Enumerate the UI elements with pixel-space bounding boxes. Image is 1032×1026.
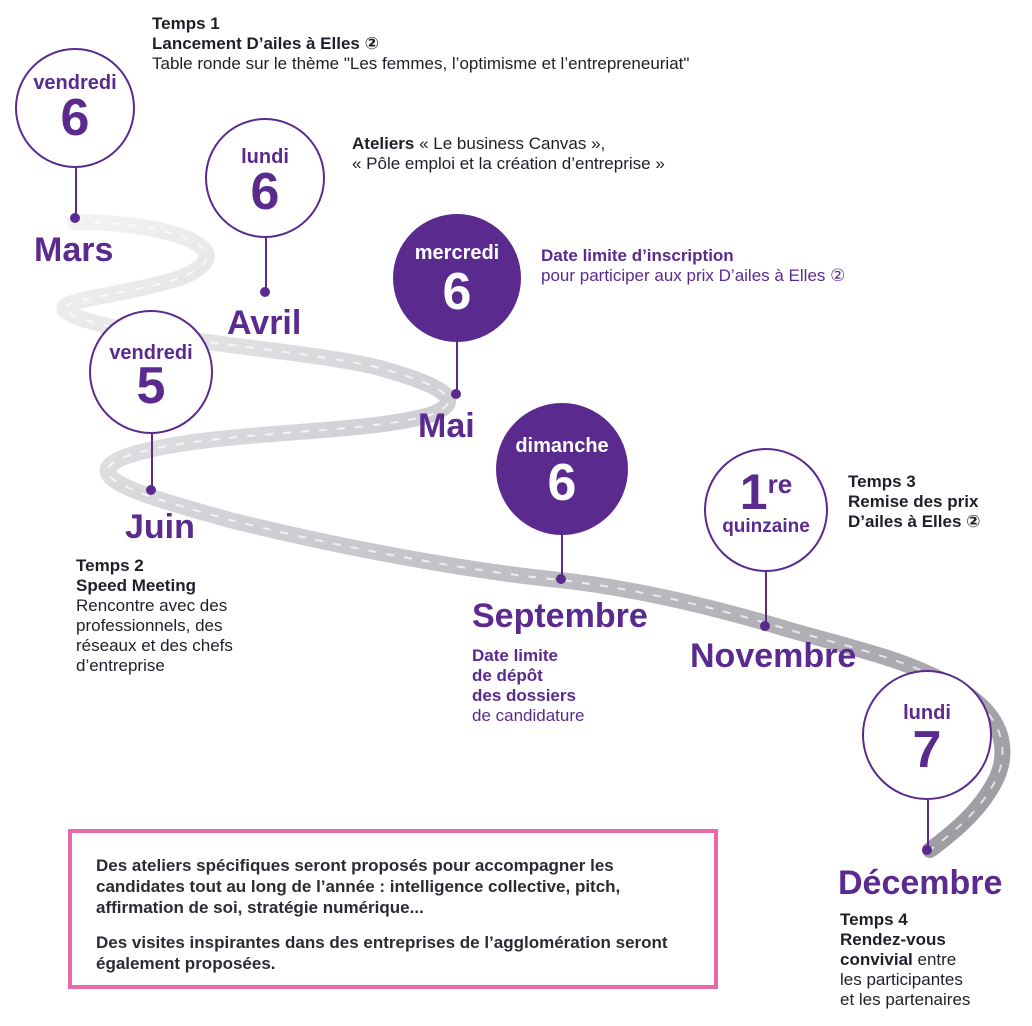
event-line: entre (912, 950, 957, 969)
event-line: de dépôt (472, 666, 543, 685)
month-label-novembre: Novembre (690, 637, 857, 675)
event-subtitle: Lancement D’ailes à Elles ② (152, 34, 379, 53)
marker-dot (70, 213, 80, 223)
event-temps2: Temps 2 Speed Meeting Rencontre avec des… (76, 556, 316, 676)
marker-stem (765, 572, 767, 624)
marker-dot (146, 485, 156, 495)
event-temps3: Temps 3 Remise des prix D’ailes à Elles … (848, 472, 1028, 532)
info-paragraph-2: Des visites inspirantes dans des entrepr… (96, 933, 668, 973)
marker-day: vendredi (33, 72, 117, 94)
event-line: Rencontre avec des (76, 596, 228, 615)
event-line: réseaux et des chefs (76, 636, 233, 655)
event-desc: Table ronde sur le thème "Les femmes, l’… (152, 54, 690, 73)
marker-stem (561, 535, 563, 577)
event-ateliers: Ateliers « Le business Canvas », « Pôle … (352, 134, 772, 174)
marker-dot (260, 287, 270, 297)
event-line: Rendez-vous (840, 930, 946, 949)
marker-number: 7 (912, 721, 942, 779)
date-marker-novembre: 1re quinzaine (704, 448, 828, 572)
marker-stem (927, 800, 929, 848)
event-title: Ateliers (352, 134, 415, 153)
event-line: d’entreprise (76, 656, 165, 675)
event-line: professionnels, des (76, 616, 223, 635)
event-line: D’ailes à Elles ② (848, 512, 981, 531)
event-line: et les partenaires (840, 990, 971, 1009)
date-marker-mars: vendredi 6 (15, 48, 135, 168)
event-line: Remise des prix (848, 492, 979, 511)
month-label-mars: Mars (34, 231, 114, 269)
marker-day: vendredi (109, 342, 193, 364)
month-label-decembre: Décembre (838, 864, 1003, 902)
marker-dot (556, 574, 566, 584)
info-paragraph-1: Des ateliers spécifiques seront proposés… (96, 856, 621, 917)
event-inscription: Date limite d’inscription pour participe… (541, 246, 961, 286)
date-marker-mai: mercredi 6 (393, 214, 521, 342)
marker-day: lundi (903, 702, 951, 724)
event-temps1: Temps 1 Lancement D’ailes à Elles ② Tabl… (152, 14, 852, 74)
event-line: « Le business Canvas », (414, 134, 606, 153)
date-marker-septembre: dimanche 6 (496, 403, 628, 535)
date-marker-decembre: lundi 7 (862, 670, 992, 800)
event-line: des dossiers (472, 686, 576, 705)
date-marker-juin: vendredi 5 (89, 310, 213, 434)
marker-stem (456, 342, 458, 392)
event-temps4: Temps 4 Rendez-vous convivial entre les … (840, 910, 1030, 1010)
marker-stem (151, 434, 153, 488)
month-label-juin: Juin (125, 508, 195, 546)
marker-number: 6 (60, 89, 90, 147)
event-line: les participantes (840, 970, 963, 989)
event-subtitle: Speed Meeting (76, 576, 196, 595)
marker-number: 6 (547, 454, 577, 512)
event-desc: de candidature (472, 706, 585, 725)
marker-stem (75, 168, 77, 216)
event-line: convivial (840, 950, 913, 969)
marker-number: 6 (442, 263, 472, 321)
event-desc: pour participer aux prix D’ailes à Elles… (541, 266, 846, 285)
event-title: Temps 1 (152, 14, 220, 33)
month-label-avril: Avril (227, 304, 302, 342)
marker-day: lundi (241, 146, 289, 168)
marker-dot (760, 621, 770, 631)
event-title: Date limite d’inscription (541, 246, 734, 265)
marker-number: 5 (136, 357, 166, 415)
event-line: Temps 3 (848, 472, 916, 491)
event-title: Temps 2 (76, 556, 144, 575)
marker-dot (922, 845, 932, 855)
marker-stem (265, 238, 267, 290)
event-title: Temps 4 (840, 910, 908, 929)
marker-day: dimanche (515, 435, 609, 457)
marker-number: 6 (250, 163, 280, 221)
month-label-septembre: Septembre (472, 597, 648, 635)
marker-dot (451, 389, 461, 399)
info-box: Des ateliers spécifiques seront proposés… (68, 829, 718, 989)
marker-number: 1re (706, 464, 826, 520)
marker-day: mercredi (414, 242, 500, 264)
date-marker-avril: lundi 6 (205, 118, 325, 238)
event-line: « Pôle emploi et la création d’entrepris… (352, 154, 665, 173)
event-line: Date limite (472, 646, 558, 665)
event-depot: Date limite de dépôt des dossiers de can… (472, 646, 672, 726)
marker-number-suffix: re (767, 469, 793, 499)
marker-number-value: 1 (739, 464, 768, 520)
marker-sublabel: quinzaine (722, 516, 810, 537)
month-label-mai: Mai (418, 407, 475, 445)
